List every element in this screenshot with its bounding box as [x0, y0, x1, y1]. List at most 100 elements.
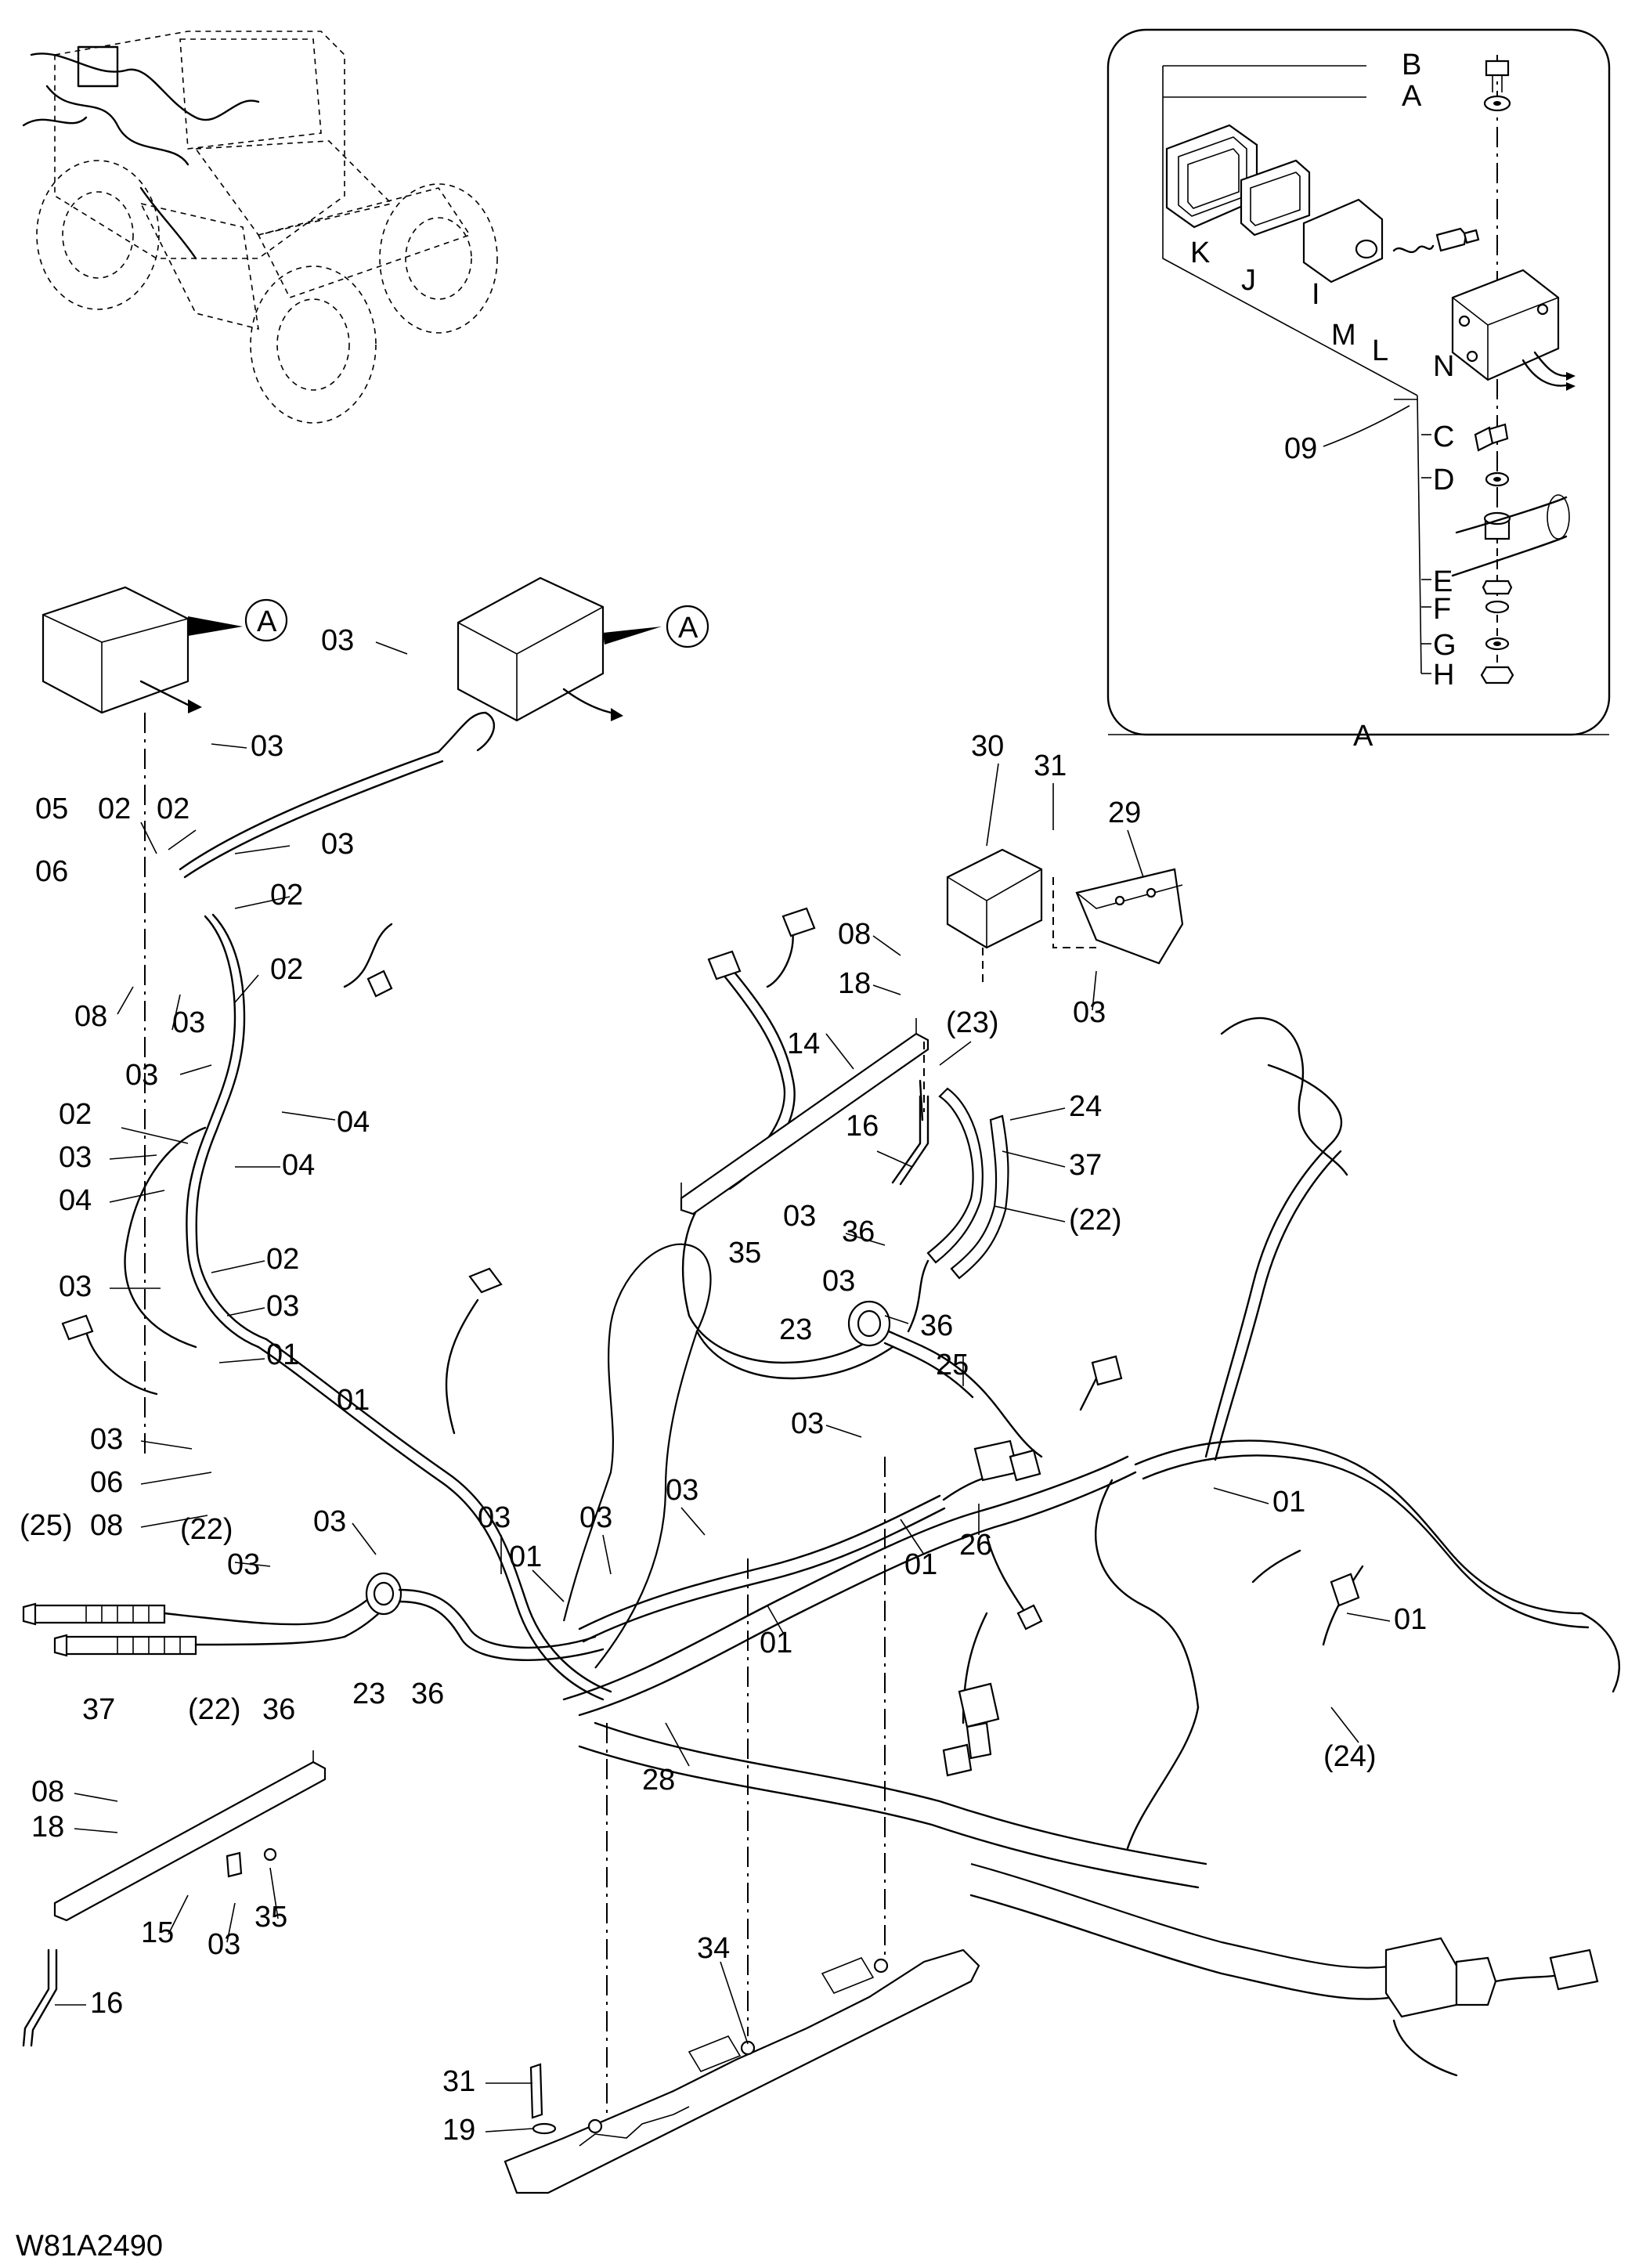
- callout-06: 06: [35, 855, 68, 888]
- inset-label-l: L: [1372, 334, 1388, 367]
- callout-01: 01: [266, 1338, 299, 1371]
- callout-08: 08: [90, 1509, 123, 1542]
- callout-03: 03: [666, 1474, 698, 1507]
- callout-37: (22): [180, 1513, 233, 1546]
- detail-ref-a-1: A: [257, 605, 277, 638]
- callout-34: 36: [842, 1215, 875, 1248]
- callout-03: 03: [125, 1059, 158, 1092]
- callout-03: 03: [208, 1928, 240, 1961]
- callout-36: 37: [82, 1693, 115, 1726]
- callout-26: 29: [1108, 796, 1141, 829]
- callout-02: 02: [157, 793, 190, 825]
- lamp-right: A: [457, 576, 709, 722]
- callout-34: 36: [262, 1693, 295, 1726]
- callout-01: 01: [1272, 1486, 1305, 1519]
- inset-label-c: C: [1433, 421, 1454, 453]
- callout-02: 02: [59, 1098, 92, 1131]
- callout-05: 04: [337, 1106, 370, 1139]
- callout-03: 03: [579, 1501, 612, 1534]
- inset-label-k: K: [1190, 237, 1210, 269]
- callout-03: 03: [478, 1501, 511, 1534]
- callout-21: 23: [779, 1313, 812, 1346]
- callout-03: 03: [791, 1407, 824, 1440]
- inset-label-i: I: [1312, 278, 1320, 311]
- callout-08: 08: [74, 1000, 107, 1033]
- callout-25-ref: (25): [20, 1509, 73, 1542]
- bracket-15: [53, 1750, 327, 1922]
- callout-03: 03: [172, 1006, 205, 1039]
- callout-02: 02: [270, 953, 303, 986]
- callout-35: 35: [254, 1901, 287, 1934]
- callout-23-ref: (23): [946, 1006, 999, 1039]
- detail-ref-a-2: A: [678, 612, 698, 645]
- inset-label-e: E: [1433, 565, 1453, 598]
- callout-21: 23: [352, 1678, 385, 1710]
- bracket-14: [680, 1018, 929, 1215]
- callout-18: 18: [838, 967, 871, 1000]
- callout-35: 35: [728, 1237, 761, 1269]
- machine-thumbnail: [22, 31, 498, 424]
- inset-label-h: H: [1433, 659, 1454, 692]
- callout-02: 02: [98, 793, 131, 825]
- callout-01: 01: [337, 1384, 370, 1417]
- callout-05: 04: [59, 1184, 92, 1217]
- callout-14: 14: [787, 1027, 820, 1060]
- inset-label-g: G: [1433, 629, 1456, 662]
- callout-03: 03: [1073, 996, 1106, 1029]
- callout-03: 03: [822, 1265, 855, 1298]
- callout-31: 31: [442, 2065, 475, 2098]
- plate-30: [504, 1457, 980, 2194]
- callout-03: 03: [783, 1200, 816, 1233]
- inset-caption: A: [1353, 720, 1373, 753]
- inset-label-m: M: [1331, 319, 1356, 352]
- callout-29: 31: [1034, 749, 1067, 782]
- bracket-16-rods: [22, 1095, 929, 2047]
- callout-36: 37: [1069, 1149, 1102, 1182]
- callout-01: 01: [760, 1627, 792, 1659]
- callout-03: 03: [59, 1270, 92, 1303]
- callout-18: 18: [31, 1811, 64, 1844]
- callout-28: 30: [971, 730, 1004, 763]
- callout-24: 26: [959, 1529, 992, 1562]
- callout-03: 03: [90, 1423, 123, 1456]
- callout-22: 24: [1069, 1090, 1102, 1123]
- wiring-harness: [22, 711, 1621, 2077]
- callout-03: 03: [266, 1290, 299, 1323]
- callout-30: 34: [697, 1932, 730, 1965]
- callout-03: 03: [59, 1141, 92, 1174]
- inset-part-09: 09: [1284, 432, 1317, 465]
- lamp-left: A: [42, 586, 288, 1457]
- callout-24-ref: (24): [1323, 1740, 1377, 1773]
- callout-34: 36: [411, 1678, 444, 1710]
- cover-28: [946, 848, 1043, 987]
- inset-label-j: J: [1241, 264, 1256, 297]
- callout-19: 19: [442, 2114, 475, 2147]
- callout-06: 06: [90, 1466, 123, 1499]
- callout-23: 25: [936, 1349, 969, 1381]
- callout-22-ref: (22): [188, 1693, 241, 1726]
- drawing-code: W81A2490: [16, 2230, 163, 2263]
- callout-labels: 03 03 05 02 02 03 06 02 08 03 02 03 02 0…: [20, 624, 1427, 2147]
- inset-label-d: D: [1433, 464, 1454, 497]
- callout-01: 01: [509, 1540, 542, 1573]
- callout-16: 16: [846, 1110, 879, 1143]
- callout-02: 02: [266, 1243, 299, 1276]
- callout-16: 16: [90, 1987, 123, 2020]
- inset-label-a: A: [1402, 80, 1422, 113]
- callout-08: 08: [838, 918, 871, 951]
- inset-label-n: N: [1433, 350, 1454, 383]
- inset-label-b: B: [1402, 49, 1421, 81]
- callout-03: 03: [251, 730, 283, 763]
- callout-05: 04: [282, 1149, 315, 1182]
- callout-03: 03: [321, 828, 354, 861]
- bracket-26: [1052, 868, 1184, 965]
- callout-03: 03: [313, 1505, 346, 1538]
- callout-01: 01: [904, 1548, 937, 1581]
- callout-04: 05: [35, 793, 68, 825]
- callout-08: 08: [31, 1775, 64, 1808]
- callout-34: 36: [920, 1309, 953, 1342]
- inset-detail-a: B A K J I M L N C D E F G H 09 A: [1106, 28, 1611, 753]
- callout-02: 02: [270, 879, 303, 912]
- leader-lines: [55, 641, 1391, 2133]
